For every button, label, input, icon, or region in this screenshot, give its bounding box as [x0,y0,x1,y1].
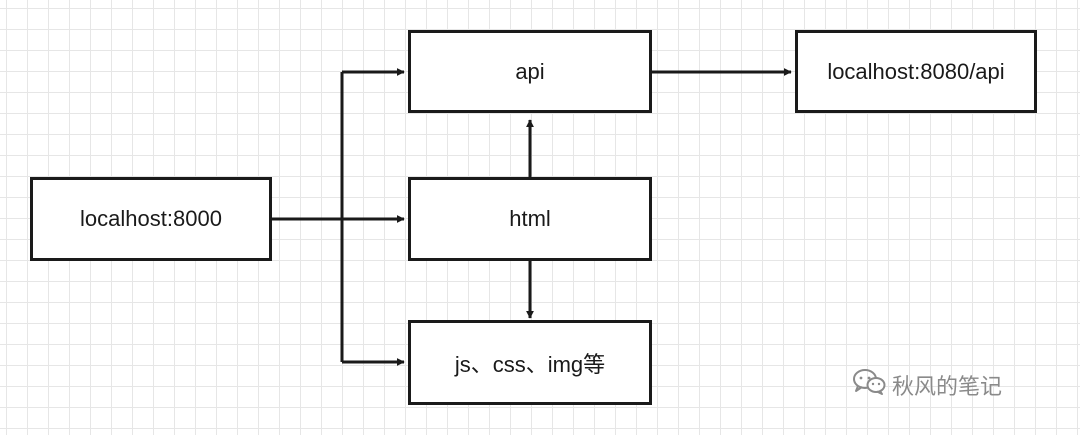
node-api: api [408,30,652,113]
node-source: localhost:8000 [30,177,272,261]
wechat-icon [852,368,886,402]
node-html: html [408,177,652,261]
node-target-label: localhost:8080/api [827,58,1005,84]
node-static: js、css、img等 [408,320,652,405]
node-api-label: api [515,58,545,84]
watermark: 秋风的笔记 [852,368,1002,402]
node-html-label: html [509,206,551,231]
node-target: localhost:8080/api [795,30,1037,113]
node-source-label: localhost:8000 [80,206,222,231]
node-static-label: js、css、img等 [454,351,606,377]
watermark-text: 秋风的笔记 [892,375,1003,400]
